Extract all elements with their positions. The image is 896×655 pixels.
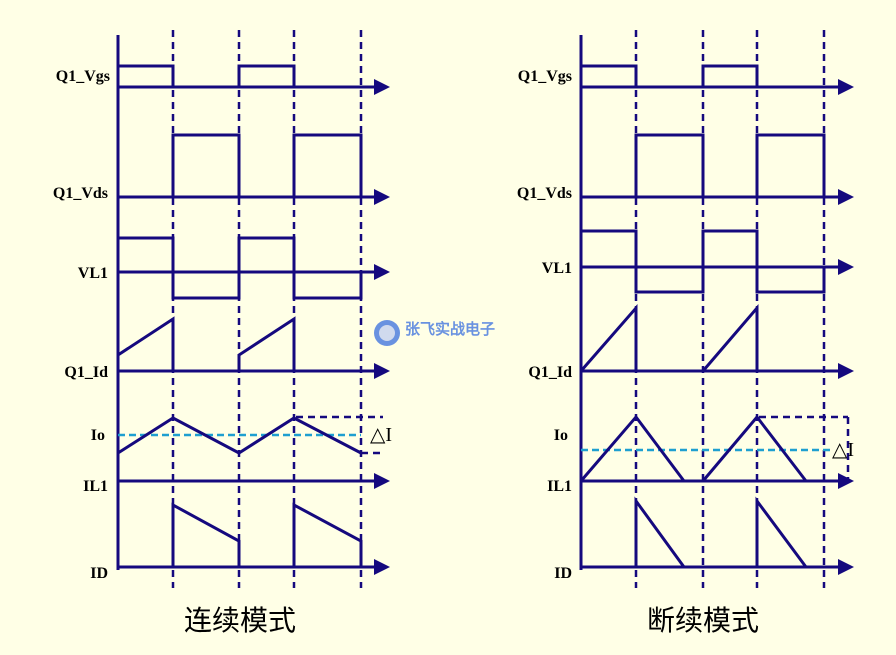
- label-q1-id: Q1_Id: [64, 364, 108, 381]
- il1-waveform: [117, 416, 362, 455]
- vgs-waveform: [118, 64, 175, 87]
- label-q1-vgs: Q1_Vgs: [56, 68, 110, 85]
- vl1-waveform: [118, 236, 363, 300]
- continuous-mode-panel: △I Q1_Vgs Q1_Vds VL1 Q1_Id Io IL1 ID 连续模…: [53, 30, 392, 637]
- signal-axes: [581, 79, 854, 575]
- caption-discontinuous: 断续模式: [647, 604, 759, 637]
- label-q1-vgs: Q1_Vgs: [518, 68, 572, 85]
- svg-text:张飞实战电子: 张飞实战电子: [405, 320, 495, 338]
- time-markers: [171, 30, 363, 588]
- time-markers: [634, 30, 826, 588]
- delta-i-label: △I: [832, 439, 854, 461]
- label-q1-vds: Q1_Vds: [53, 185, 108, 202]
- label-vl1: VL1: [78, 265, 108, 282]
- watermark-logo: 张飞实战电子: [374, 320, 495, 346]
- label-io: Io: [554, 427, 568, 444]
- label-io: Io: [91, 427, 105, 444]
- discontinuous-mode-panel: △I Q1_Vgs Q1_Vds VL1 Q1_Id Io IL1 ID 断续模…: [517, 30, 854, 637]
- signal-axes: [118, 79, 390, 575]
- caption-continuous: 连续模式: [184, 604, 296, 637]
- label-q1-vds: Q1_Vds: [517, 185, 572, 202]
- label-id: ID: [554, 565, 572, 582]
- id-q1-waveform: [117, 316, 175, 371]
- label-id: ID: [90, 565, 108, 582]
- label-il1: IL1: [547, 478, 572, 495]
- label-il1: IL1: [83, 478, 108, 495]
- delta-i-label: △I: [370, 424, 392, 446]
- label-vl1: VL1: [542, 260, 572, 277]
- vds-waveform: [171, 133, 241, 197]
- label-q1-id: Q1_Id: [528, 364, 572, 381]
- diode-current-waveform: [171, 502, 241, 567]
